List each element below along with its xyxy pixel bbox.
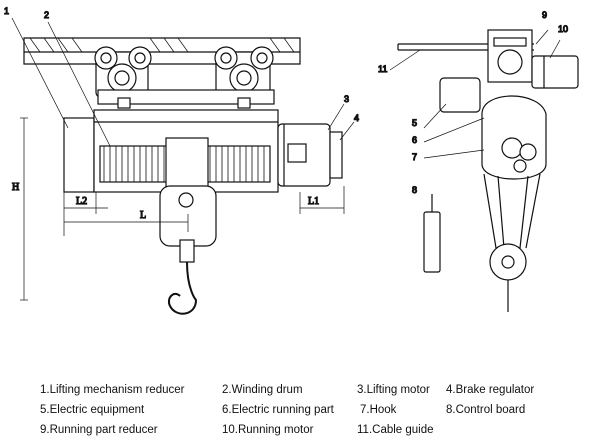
- legend-item: 7.Hook: [360, 404, 397, 416]
- side-view: [389, 29, 579, 312]
- callout-5: 5: [412, 118, 417, 128]
- trolley-left: [94, 46, 152, 99]
- dim-l2: L2: [76, 196, 87, 207]
- callout-1: 1: [4, 6, 9, 16]
- legend-item: 6.Electric running part: [222, 404, 334, 416]
- dim-l: L: [140, 210, 146, 221]
- dim-l1: L1: [308, 196, 319, 207]
- lifting-motor: [277, 123, 343, 187]
- legend-item: 4.Brake regulator: [446, 384, 535, 396]
- legend-item: 8.Control board: [446, 404, 526, 416]
- legend-item: 3.Lifting motor: [357, 384, 430, 396]
- legend-item: 5.Electric equipment: [40, 404, 145, 416]
- legend-item: 1.Lifting mechanism reducer: [40, 384, 185, 396]
- callout-6: 6: [412, 135, 417, 145]
- legend-item: 2.Winding drum: [222, 384, 303, 396]
- parts-legend: 1.Lifting mechanism reducer 2.Winding dr…: [0, 378, 601, 446]
- callout-7: 7: [412, 152, 417, 162]
- trolley-right: [214, 46, 274, 99]
- legend-item: 9.Running part reducer: [40, 424, 158, 436]
- legend-item: 11.Cable guide: [357, 424, 434, 436]
- callout-11: 11: [378, 64, 387, 74]
- leader-lines: [11, 17, 355, 147]
- callout-2: 2: [44, 10, 49, 20]
- legend-item: 10.Running motor: [222, 424, 314, 436]
- dimension-lines: [20, 117, 345, 301]
- callout-8: 8: [412, 185, 417, 195]
- callout-10: 10: [558, 24, 568, 34]
- callout-4: 4: [354, 113, 359, 123]
- callout-3: 3: [344, 94, 349, 104]
- callout-9: 9: [542, 10, 547, 20]
- dim-h: H: [12, 182, 19, 193]
- hoist-line-drawing: 1 2 3 4 5 6 7 8 9 10 11 H L L2 L1: [3, 5, 579, 315]
